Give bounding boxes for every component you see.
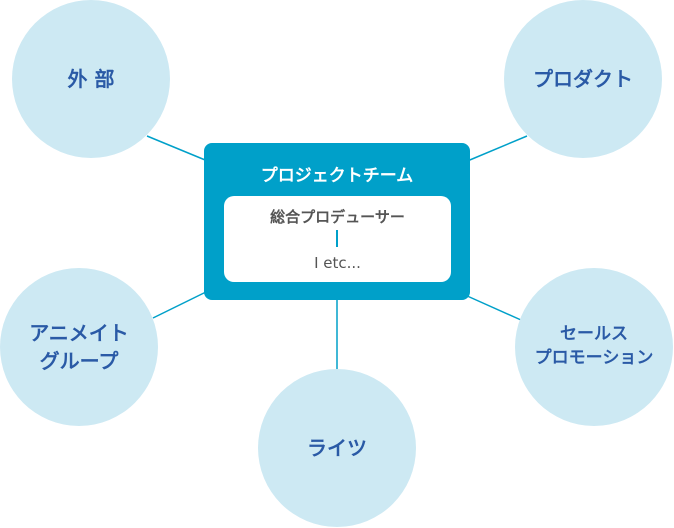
node-product: プロダクト (504, 0, 662, 158)
connector-product (464, 135, 528, 163)
project-team-title: プロジェクトチーム (260, 166, 414, 186)
node-label: アニメイト グループ (29, 321, 129, 373)
node-rights: ライツ (258, 369, 416, 527)
node-animate-group: アニメイト グループ (0, 268, 158, 426)
producer-label: 総合プロデューサー (270, 208, 405, 226)
connector-sales (464, 294, 522, 321)
team-members-panel: 総合プロデューサー I etc... (224, 196, 451, 282)
node-sales-promotion: セールス プロモーション (515, 268, 673, 426)
project-team-box: プロジェクトチーム 総合プロデューサー I etc... (204, 143, 470, 300)
node-label: プロダクト (533, 67, 633, 91)
node-label: セールス プロモーション (534, 324, 654, 368)
etc-label: I etc... (314, 254, 361, 272)
connector-external (146, 135, 211, 163)
node-label: ライツ (307, 436, 367, 460)
node-external: 外 部 (12, 0, 170, 158)
node-label: 外 部 (67, 67, 115, 91)
connector-anime (152, 289, 211, 319)
divider (336, 230, 338, 247)
